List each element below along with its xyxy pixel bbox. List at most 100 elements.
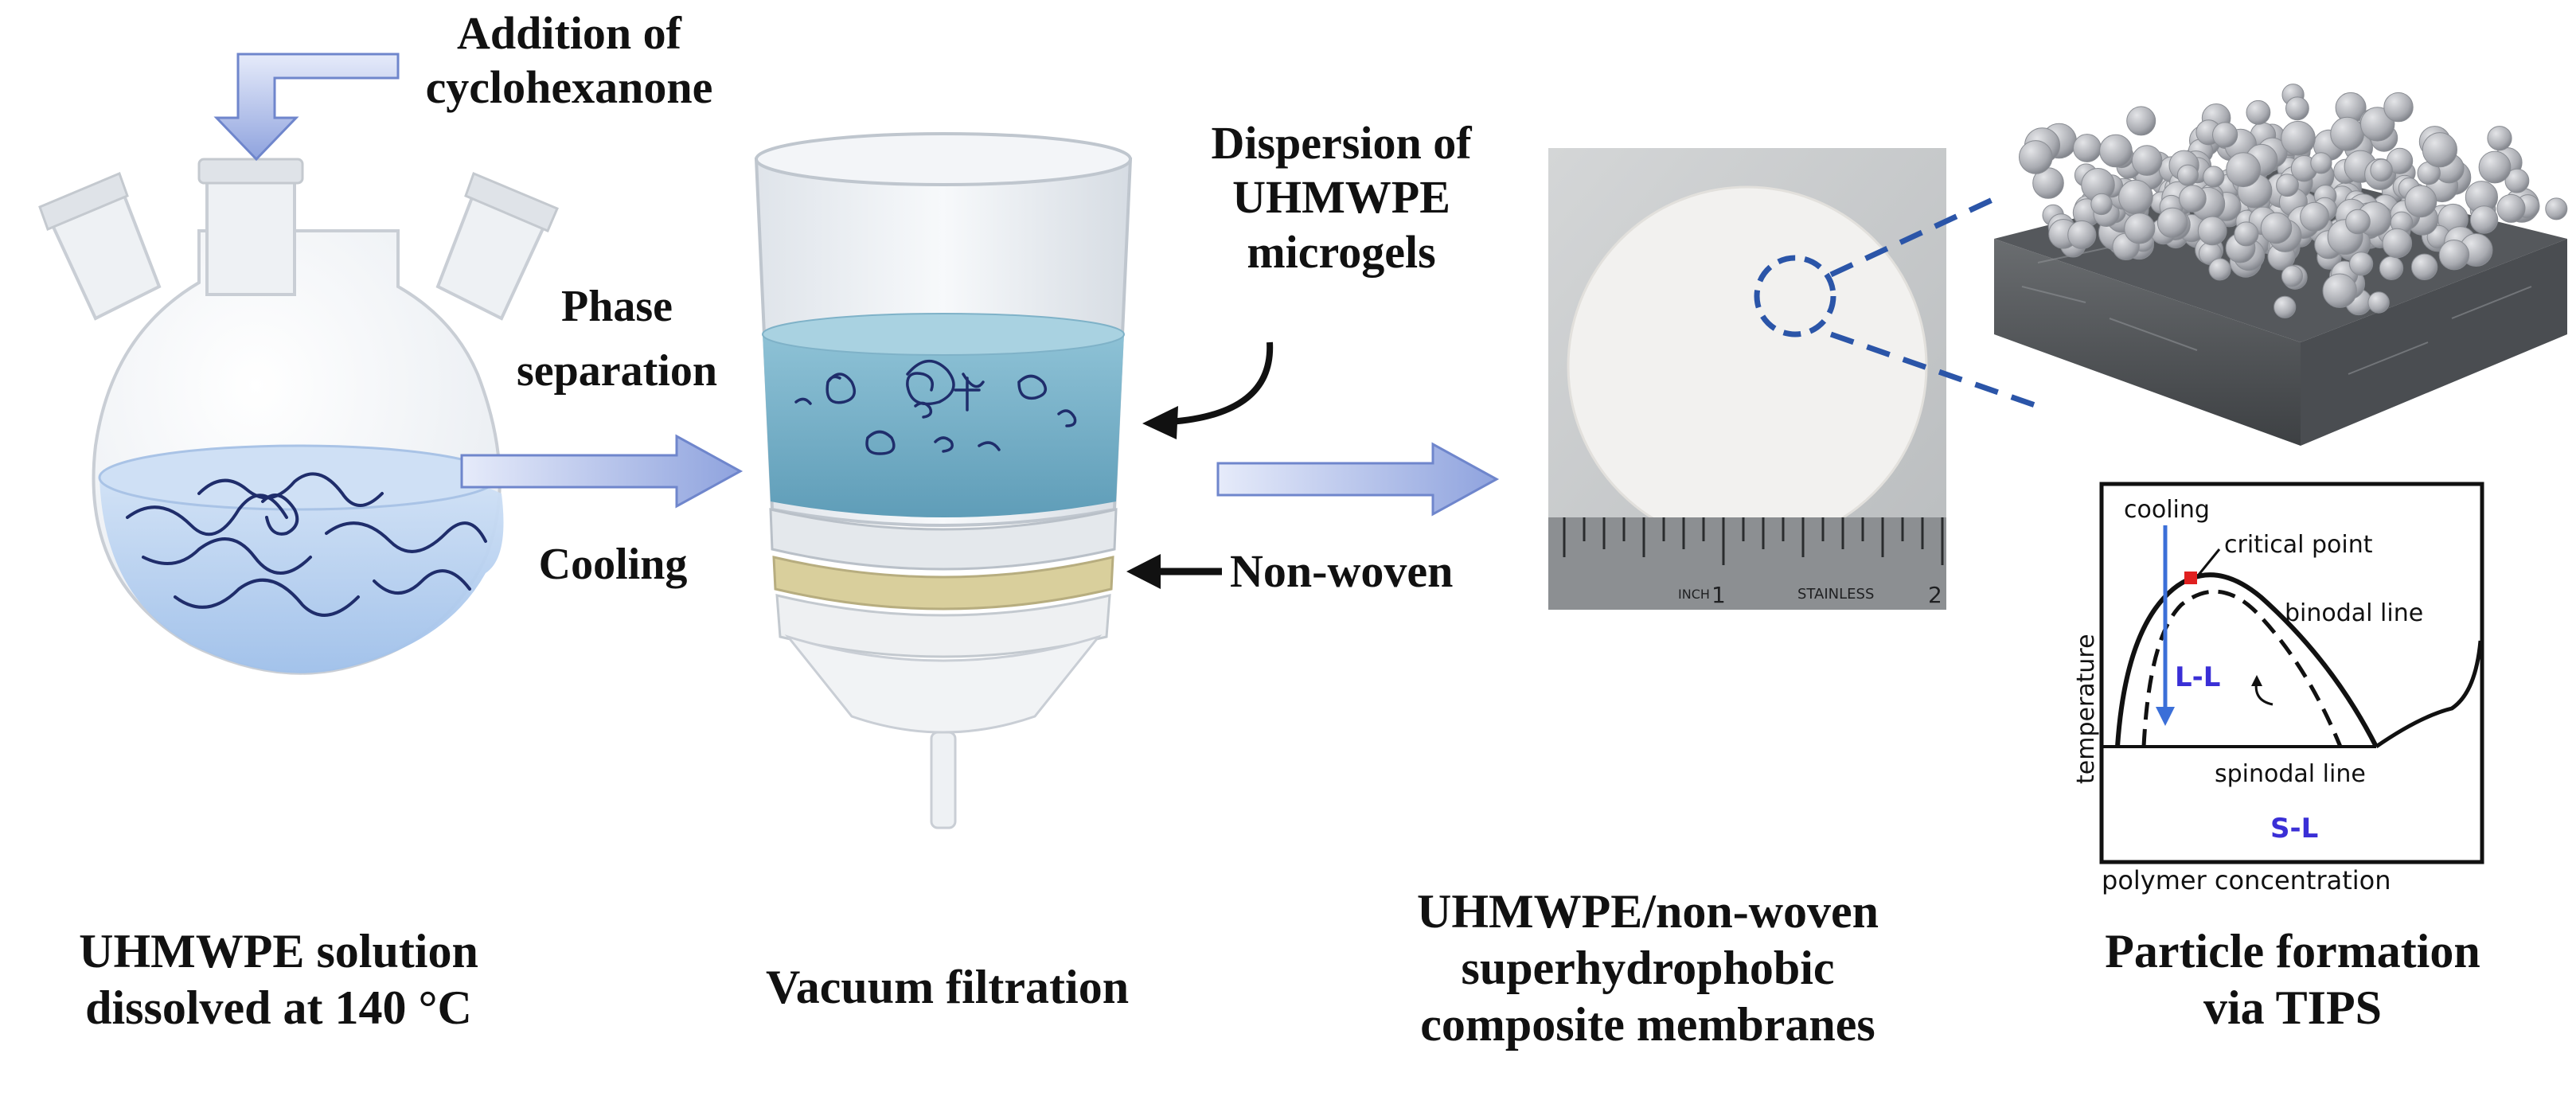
particle bbox=[2208, 258, 2231, 281]
critical-point-leader bbox=[2197, 548, 2221, 575]
phase-critical-point-label: critical point bbox=[2224, 531, 2373, 559]
particle bbox=[2246, 99, 2271, 125]
phase-separation-label: Phase separation bbox=[486, 275, 748, 404]
phase-diagram bbox=[2099, 482, 2484, 864]
particle bbox=[2487, 126, 2512, 151]
particle bbox=[2379, 256, 2404, 280]
cooling-label: Cooling bbox=[538, 540, 688, 589]
particle bbox=[2019, 140, 2053, 174]
particle bbox=[2281, 265, 2303, 287]
solution-label-line-1: UHMWPE solution bbox=[79, 925, 478, 977]
vacuum-filtration-label: Vacuum filtration bbox=[765, 961, 1130, 1013]
particle bbox=[2383, 92, 2414, 123]
phase-binodal-label: binodal line bbox=[2285, 599, 2423, 627]
particle bbox=[2382, 228, 2413, 259]
particle bbox=[2124, 213, 2156, 244]
phase-separation-line-1: Phase bbox=[561, 282, 673, 331]
phase-ll-label: L-L bbox=[2175, 661, 2220, 693]
particle bbox=[2469, 205, 2499, 234]
particle bbox=[2090, 193, 2113, 216]
nonwoven-label: Non-woven bbox=[1230, 545, 1454, 597]
particle bbox=[2330, 116, 2365, 151]
phase-sl-label: S-L bbox=[2270, 813, 2318, 845]
particle bbox=[2349, 252, 2374, 276]
particle bbox=[2073, 134, 2102, 162]
filtration-funnel bbox=[754, 132, 1133, 829]
particle bbox=[2367, 291, 2390, 314]
particle bbox=[2545, 197, 2568, 220]
particle bbox=[2422, 132, 2457, 168]
addition-arrow bbox=[213, 53, 400, 162]
membrane-label-line-2: superhydrophobic bbox=[1461, 941, 1835, 994]
round-bottom-flask bbox=[38, 158, 559, 675]
particle bbox=[2504, 168, 2530, 193]
phase-xlabel: polymer concentration bbox=[2102, 865, 2391, 895]
particle bbox=[2131, 145, 2163, 176]
addition-label-line-1: Addition of bbox=[456, 7, 681, 59]
particle-formation-line-1: Particle formation bbox=[2105, 925, 2480, 977]
particle bbox=[2179, 185, 2207, 213]
dispersion-label: Dispersion of UHMWPE microgels bbox=[1154, 116, 1528, 279]
cooling-arrowhead bbox=[2156, 707, 2175, 726]
process-arrow-2 bbox=[1216, 442, 1500, 517]
spinodal-leader-head bbox=[2251, 675, 2262, 686]
phase-spinodal-label: spinodal line bbox=[2215, 760, 2366, 788]
particle bbox=[2260, 212, 2293, 244]
binodal-curve bbox=[2115, 572, 2379, 748]
ruler-mark-1: 1 bbox=[1711, 582, 1726, 608]
membrane-label-line-3: composite membranes bbox=[1420, 997, 1875, 1051]
particle bbox=[2126, 106, 2156, 136]
phase-separation-line-2: separation bbox=[517, 346, 717, 396]
particle bbox=[2156, 207, 2188, 238]
spinodal-curve bbox=[2141, 589, 2343, 747]
solution-label-line-2: dissolved at 140 °C bbox=[85, 981, 472, 1034]
particle bbox=[2234, 221, 2259, 247]
membrane-label-line-1: UHMWPE/non-woven bbox=[1416, 885, 1879, 938]
dispersion-label-line-1: Dispersion of bbox=[1211, 117, 1472, 169]
addition-label: Addition of cyclohexanone bbox=[390, 6, 748, 115]
membrane-photo bbox=[1548, 148, 1946, 610]
dispersion-label-line-3: microgels bbox=[1247, 225, 1436, 278]
particle bbox=[2404, 185, 2437, 218]
solidus-curve bbox=[2375, 640, 2483, 749]
phase-cooling-label: cooling bbox=[2124, 496, 2210, 524]
particle bbox=[2370, 158, 2393, 182]
particle-formation-line-2: via TIPS bbox=[2203, 981, 2382, 1034]
particle bbox=[2478, 150, 2512, 184]
addition-label-line-2: cyclohexanone bbox=[425, 61, 713, 114]
particle bbox=[2276, 174, 2299, 197]
particle bbox=[2197, 216, 2227, 246]
particle bbox=[2099, 134, 2133, 168]
critical-point-marker bbox=[2184, 572, 2197, 584]
process-arrow-1 bbox=[460, 434, 744, 509]
particle bbox=[2281, 120, 2316, 156]
particle bbox=[2285, 96, 2309, 121]
dispersion-pointer-arrow bbox=[1142, 341, 1274, 439]
dispersion-label-line-2: UHMWPE bbox=[1232, 171, 1450, 224]
membrane-label: UHMWPE/non-woven superhydrophobic compos… bbox=[1345, 884, 1950, 1052]
ruler-unit-label: INCH bbox=[1678, 587, 1710, 602]
particle bbox=[2300, 201, 2330, 232]
particle bbox=[2212, 122, 2238, 148]
particle bbox=[2322, 273, 2357, 308]
nonwoven-pointer-arrow bbox=[1126, 554, 1222, 589]
solution-label: UHMWPE solution dissolved at 140 °C bbox=[8, 923, 549, 1036]
particle bbox=[2360, 107, 2395, 142]
particle bbox=[2345, 209, 2371, 235]
particle bbox=[2496, 193, 2526, 223]
particle bbox=[2203, 166, 2225, 188]
particle bbox=[2310, 152, 2332, 174]
particle bbox=[2067, 220, 2097, 250]
ruler-brand: STAINLESS bbox=[1797, 586, 1874, 603]
particle bbox=[2118, 179, 2153, 215]
zoom-lines bbox=[1829, 196, 2043, 411]
particle bbox=[2438, 240, 2470, 271]
particle bbox=[2176, 164, 2199, 186]
phase-ylabel: temperature bbox=[2072, 634, 2100, 784]
particle-formation-label: Particle formation via TIPS bbox=[2022, 923, 2563, 1036]
particle-slab-3d bbox=[1994, 84, 2568, 446]
particle bbox=[2410, 253, 2438, 280]
particle bbox=[2226, 152, 2262, 188]
